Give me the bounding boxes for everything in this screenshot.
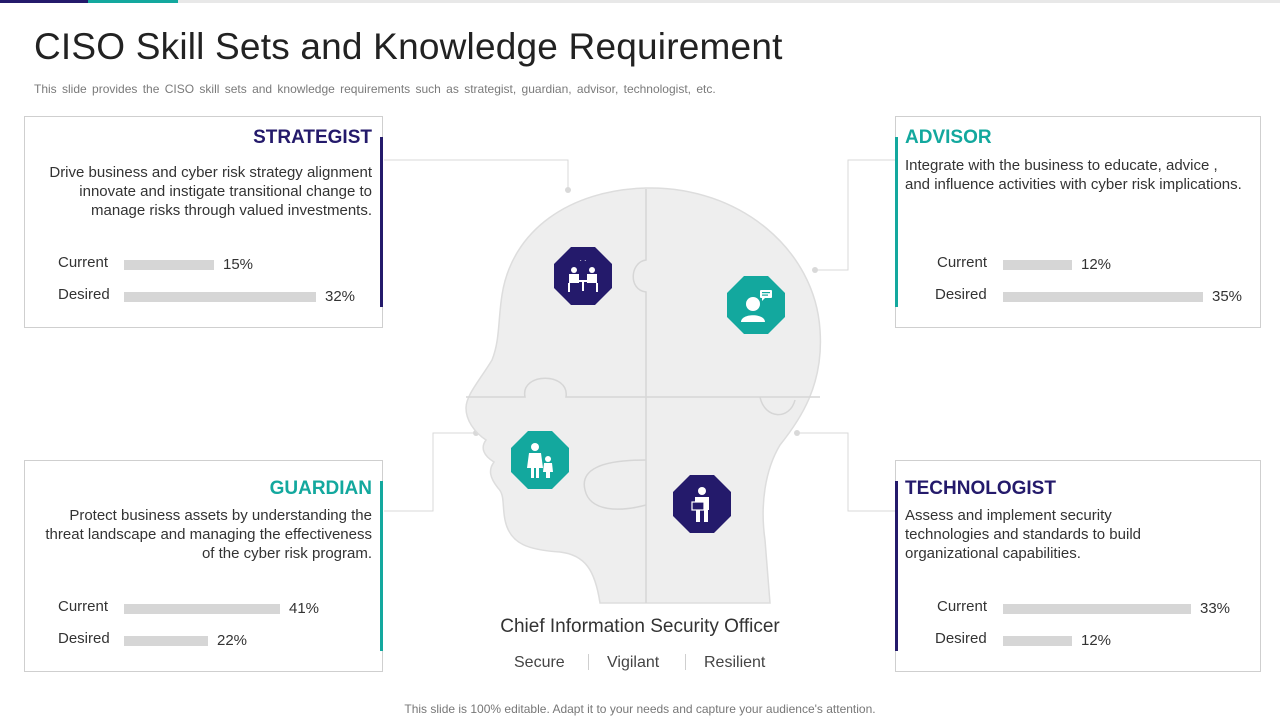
advisor-desired-value: 35% [1212, 288, 1243, 305]
strategist-card: STRATEGIST Drive business and cyber risk… [24, 116, 383, 328]
strategist-desired-bar [124, 292, 316, 302]
guardian-desired-value: 22% [217, 632, 248, 649]
head-puzzle-illustration: · · [465, 187, 822, 604]
strategist-current-label: Current [58, 254, 109, 271]
advisor-current-bar [1003, 260, 1072, 270]
strategist-heading: STRATEGIST [253, 127, 372, 148]
strategist-accent-bar [380, 137, 383, 307]
guardian-description: Protect business assets by understanding… [45, 507, 372, 562]
advisor-card: ADVISOR Integrate with the business to e… [895, 116, 1261, 328]
trait-resilient: Resilient [704, 654, 766, 671]
guardian-desired-label: Desired [58, 630, 110, 647]
strategist-desired-value: 32% [325, 288, 356, 305]
advisor-current-value: 12% [1081, 256, 1112, 273]
guardian-heading: GUARDIAN [269, 478, 372, 499]
head-caption: Chief Information Security Officer [500, 616, 780, 637]
technologist-description: Assess and implement security technologi… [905, 507, 1142, 562]
advisor-desired-bar [1003, 292, 1203, 302]
technologist-current-label: Current [937, 598, 988, 615]
slide-footer: This slide is 100% editable. Adapt it to… [404, 702, 876, 716]
strategist-current-bar [124, 260, 214, 270]
trait-vigilant: Vigilant [607, 654, 660, 671]
trait-secure: Secure [514, 654, 565, 671]
top-accent-line [0, 0, 1280, 3]
technologist-heading: TECHNOLOGIST [905, 478, 1056, 499]
advisor-description: Integrate with the business to educate, … [905, 157, 1242, 193]
head-silhouette [465, 187, 822, 604]
technologist-desired-label: Desired [935, 630, 987, 647]
technologist-current-bar [1003, 604, 1191, 614]
parent-child-icon [511, 431, 569, 489]
slide-subtitle: This slide provides the CISO skill sets … [34, 82, 716, 96]
advisor-chat-icon [727, 276, 785, 334]
guardian-accent-bar [380, 481, 383, 651]
trait-separator [588, 654, 589, 670]
strategist-desired-label: Desired [58, 286, 110, 303]
guardian-desired-bar [124, 636, 208, 646]
technologist-accent-bar [895, 481, 898, 651]
trait-separator [685, 654, 686, 670]
technologist-current-value: 33% [1200, 600, 1231, 617]
technologist-desired-bar [1003, 636, 1072, 646]
technologist-desired-value: 12% [1081, 632, 1112, 649]
technologist-card: TECHNOLOGIST Assess and implement securi… [895, 460, 1261, 672]
meeting-icon: · · [554, 247, 612, 305]
svg-text:· ·: · · [580, 257, 587, 265]
advisor-desired-label: Desired [935, 286, 987, 303]
advisor-current-label: Current [937, 254, 988, 271]
guardian-current-value: 41% [289, 600, 320, 617]
strategist-description: Drive business and cyber risk strategy a… [49, 164, 372, 219]
top-accent-purple [0, 0, 88, 3]
worker-laptop-icon [673, 475, 731, 533]
slide-title: CISO Skill Sets and Knowledge Requiremen… [34, 26, 783, 67]
guardian-current-label: Current [58, 598, 109, 615]
advisor-accent-bar [895, 137, 898, 307]
guardian-current-bar [124, 604, 280, 614]
advisor-heading: ADVISOR [905, 127, 992, 148]
top-accent-teal [88, 0, 178, 3]
strategist-current-value: 15% [223, 256, 254, 273]
guardian-card: GUARDIAN Protect business assets by unde… [24, 460, 383, 672]
